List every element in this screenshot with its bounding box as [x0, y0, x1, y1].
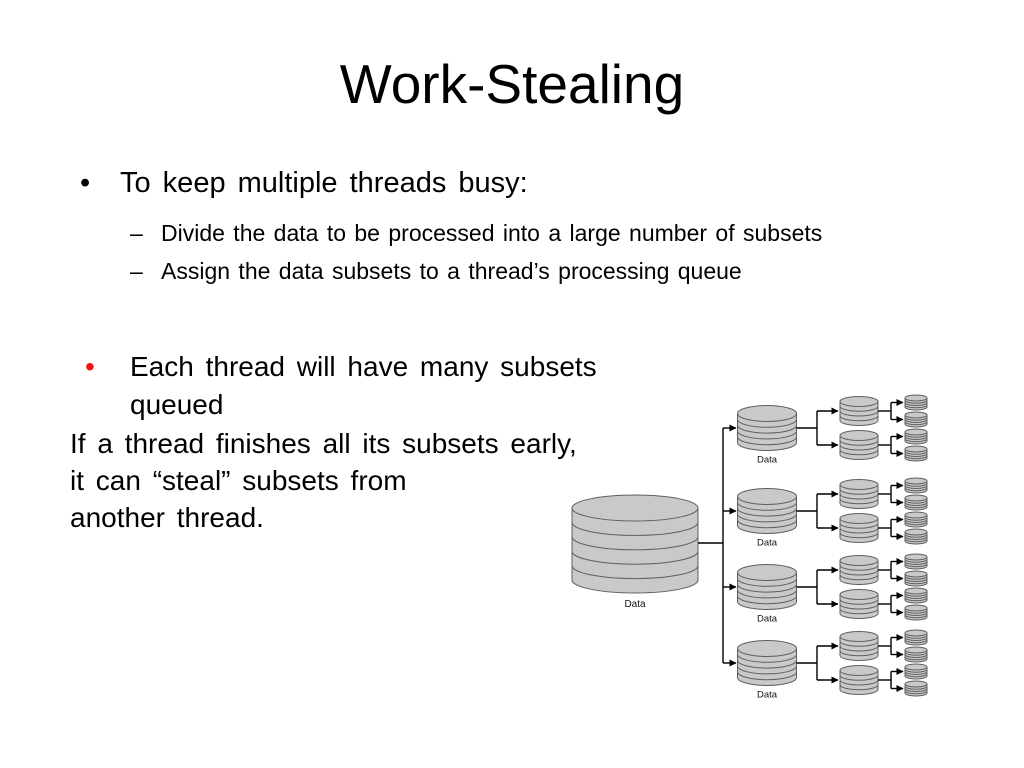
data-cylinder [904, 629, 928, 646]
data-cylinder [839, 555, 879, 585]
red-bullet-line: Each thread will have many subsets [130, 351, 597, 382]
sub-bullet-divide-data: – Divide the data to be processed into a… [130, 220, 822, 247]
data-cylinder [904, 411, 928, 428]
data-cylinder [904, 553, 928, 570]
note-line: another thread. [70, 502, 264, 533]
data-cylinder [904, 528, 928, 545]
data-cylinder: Data [737, 405, 797, 466]
bullet-item-keep-threads-busy: • To keep multiple threads busy: [80, 167, 528, 200]
data-cylinder [904, 604, 928, 621]
data-cylinder [904, 428, 928, 445]
bullet-item-many-subsets-queued: • Each thread will have many subsets que… [85, 348, 597, 424]
data-cylinder: Data [737, 640, 797, 701]
data-cylinder [904, 394, 928, 411]
sub-bullet-text: Divide the data to be processed into a l… [161, 220, 823, 246]
data-cylinder [839, 513, 879, 543]
cylinder-label: Data [757, 538, 778, 549]
data-cylinder [839, 396, 879, 426]
cylinder-label: Data [757, 690, 778, 701]
data-cylinder [839, 631, 879, 661]
red-bullet-text: Each thread will have many subsets queue… [130, 348, 597, 424]
data-cylinder [904, 663, 928, 680]
dash-marker: – [130, 220, 143, 246]
data-cylinder: Data [737, 488, 797, 549]
data-cylinder [904, 646, 928, 663]
cylinder-label: Data [757, 614, 778, 625]
data-cylinder: Data [571, 494, 699, 610]
data-cylinder [904, 570, 928, 587]
note-line: it can “steal” subsets from [70, 465, 407, 496]
sub-bullet-assign-subsets: – Assign the data subsets to a thread’s … [130, 258, 742, 285]
data-cylinder [904, 587, 928, 604]
page-title: Work-Stealing [339, 53, 685, 115]
red-bullet-line: queued [130, 389, 224, 420]
data-cylinder [904, 445, 928, 462]
steal-note-paragraph: If a thread finishes all its subsets ear… [70, 425, 577, 536]
sub-bullet-text: Assign the data subsets to a thread’s pr… [161, 258, 742, 284]
data-cylinder [904, 511, 928, 528]
dash-marker: – [130, 258, 143, 284]
cylinder-label: Data [624, 599, 646, 610]
data-cylinder: Data [737, 564, 797, 625]
data-cylinder [839, 665, 879, 695]
bullet-marker: • [80, 167, 91, 199]
data-cylinder [904, 494, 928, 511]
data-cylinder [904, 477, 928, 494]
red-bullet-marker: • [85, 351, 95, 382]
note-line: If a thread finishes all its subsets ear… [70, 428, 577, 459]
cylinder-label: Data [757, 455, 778, 466]
bullet-text: To keep multiple threads busy: [120, 167, 528, 199]
data-cylinder [839, 589, 879, 619]
data-cylinder [904, 680, 928, 697]
data-cylinder [839, 479, 879, 509]
data-cylinder [839, 430, 879, 460]
